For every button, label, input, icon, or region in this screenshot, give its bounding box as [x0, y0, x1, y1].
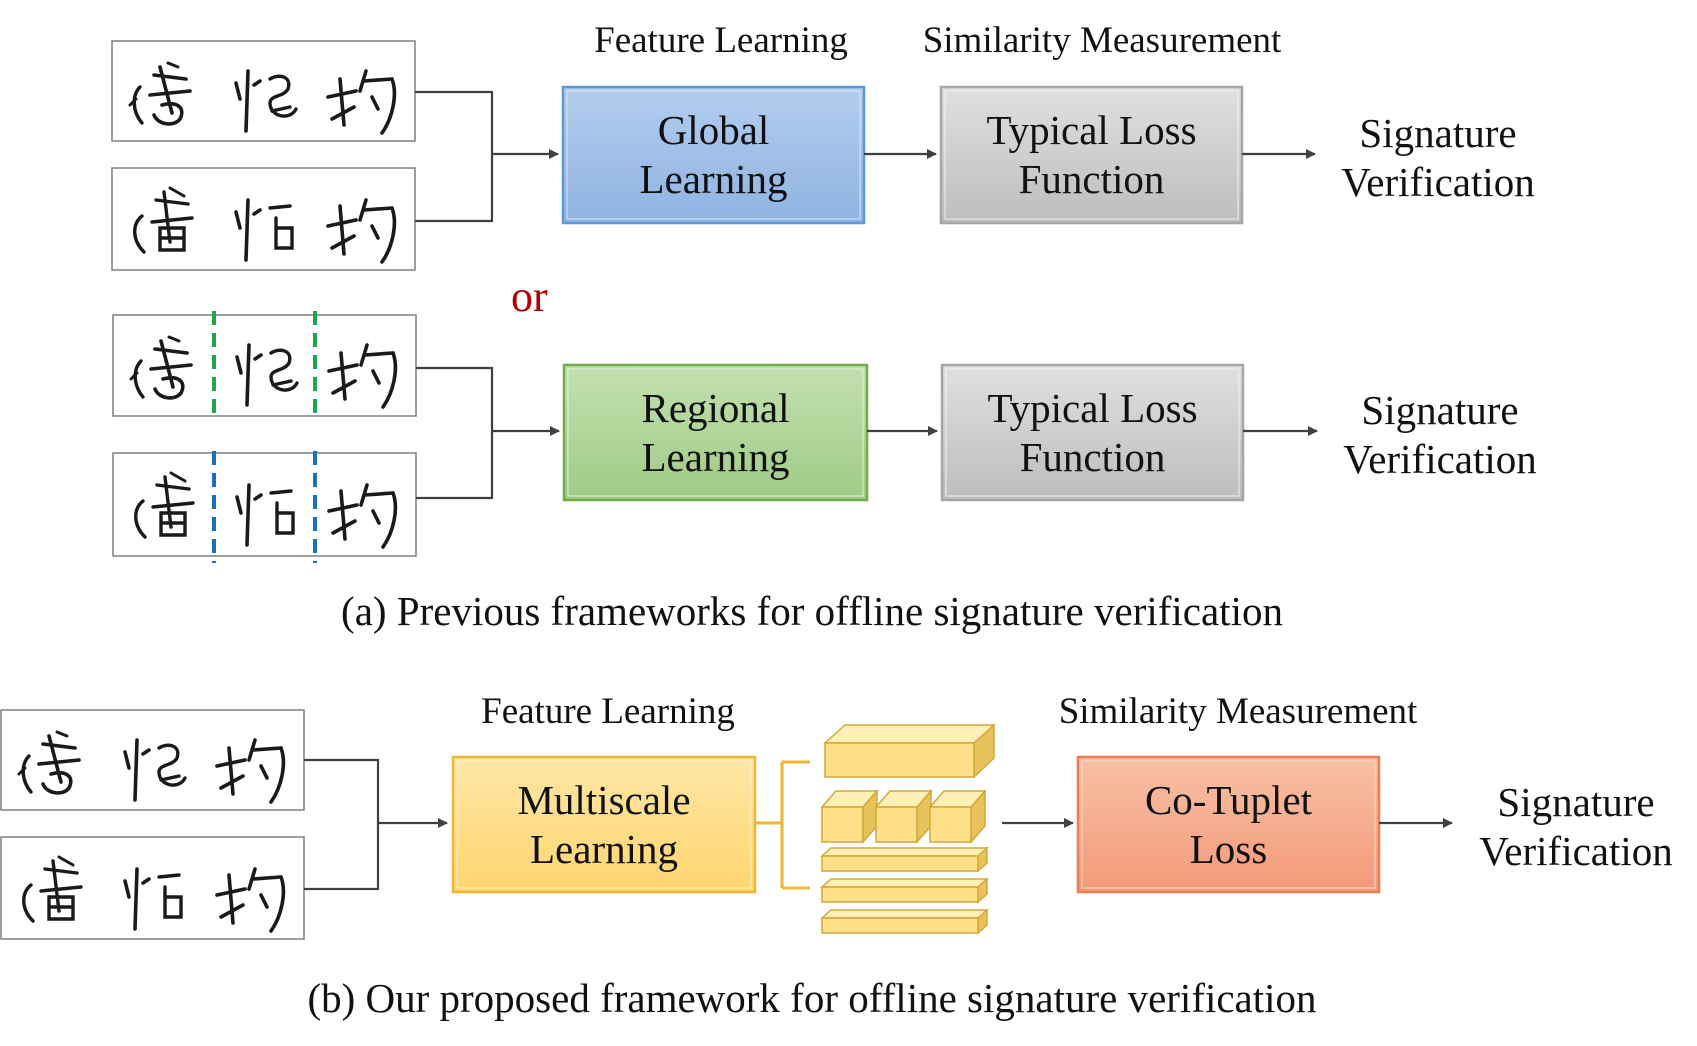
typical-loss-2-line1: Typical Loss	[987, 384, 1198, 431]
global-learning-label: Global Learning	[563, 87, 864, 223]
output-b-line1: Signature	[1497, 779, 1655, 825]
multiscale-feature-blocks	[820, 723, 996, 935]
typical-loss-2-line2: Function	[1019, 433, 1166, 480]
regional-learning-label: Regional Learning	[564, 365, 867, 500]
connector-b	[304, 758, 447, 891]
co-tuplet-line2: Loss	[1189, 825, 1268, 872]
signature-image-a3	[112, 314, 417, 417]
similarity-measurement-header-a: Similarity Measurement	[922, 20, 1282, 61]
typical-loss-box-2	[940, 363, 1245, 502]
typical-loss-1-line2: Function	[1018, 156, 1165, 202]
signature-verification-output-1: Signature Verification	[1341, 109, 1535, 207]
co-tuplet-line1: Co-Tuplet	[1144, 776, 1313, 823]
regional-learning-box	[562, 363, 869, 502]
global-learning-line1: Global	[657, 107, 770, 153]
typical-loss-label-1: Typical Loss Function	[941, 87, 1242, 223]
typical-loss-label-2: Typical Loss Function	[942, 365, 1243, 500]
output-1-line2: Verification	[1341, 159, 1535, 205]
global-learning-box	[561, 85, 866, 225]
global-learning-line2: Learning	[639, 156, 788, 202]
regional-learning-line1: Regional	[641, 384, 790, 431]
output-1-line1: Signature	[1359, 110, 1517, 156]
signature-verification-output-b: Signature Verification	[1479, 778, 1673, 876]
feature-learning-header-a: Feature Learning	[594, 20, 848, 61]
caption-a: (a) Previous frameworks for offline sign…	[341, 588, 1283, 634]
multiscale-learning-line1: Multiscale	[517, 776, 691, 823]
typical-loss-1-line1: Typical Loss	[986, 107, 1197, 153]
multiscale-bracket	[755, 760, 810, 890]
similarity-measurement-header-b: Similarity Measurement	[1058, 691, 1418, 732]
connector-a-top	[415, 90, 558, 223]
connector-a-bottom	[416, 366, 559, 500]
output-2-line2: Verification	[1343, 436, 1537, 482]
signature-image-a2	[111, 167, 416, 271]
signature-image-b1	[0, 709, 305, 811]
signature-verification-output-2: Signature Verification	[1343, 386, 1537, 484]
output-b-line2: Verification	[1479, 828, 1673, 874]
multiscale-learning-line2: Learning	[530, 825, 678, 872]
output-2-line1: Signature	[1361, 387, 1519, 433]
feature-learning-header-b: Feature Learning	[481, 691, 735, 732]
signature-image-a1	[111, 40, 416, 142]
signature-image-b2	[0, 836, 305, 940]
co-tuplet-loss-label: Co-Tuplet Loss	[1078, 757, 1379, 892]
multiscale-learning-label: Multiscale Learning	[453, 757, 755, 892]
signature-image-a4	[112, 452, 417, 557]
typical-loss-box-1	[939, 85, 1244, 225]
caption-b: (b) Our proposed framework for offline s…	[307, 975, 1317, 1021]
regional-learning-line2: Learning	[641, 433, 790, 480]
or-label: or	[511, 272, 548, 321]
co-tuplet-loss-box	[1076, 755, 1381, 894]
